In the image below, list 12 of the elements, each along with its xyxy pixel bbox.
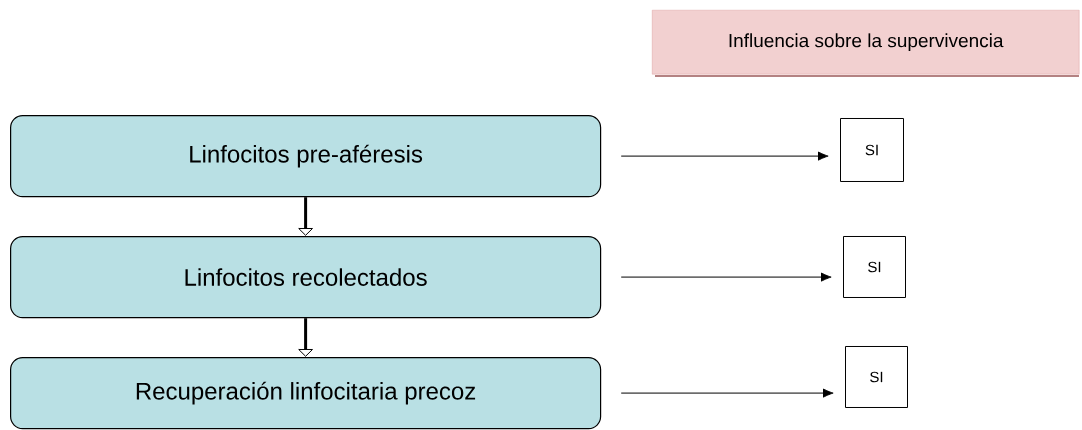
- process-box: Recuperación linfocitaria precoz: [10, 357, 602, 430]
- process-box: Linfocitos recolectados: [10, 236, 602, 319]
- arrow: [298, 197, 313, 236]
- arrow: [620, 388, 834, 398]
- result-box: SI: [840, 118, 904, 182]
- arrow: [298, 318, 313, 357]
- header-box: Influencia sobre la supervivencia: [652, 10, 1080, 75]
- process-box: Linfocitos pre-aféresis: [10, 115, 602, 198]
- arrow: [620, 151, 829, 161]
- arrow: [620, 272, 832, 282]
- result-box: SI: [845, 346, 908, 408]
- result-box: SI: [843, 236, 906, 298]
